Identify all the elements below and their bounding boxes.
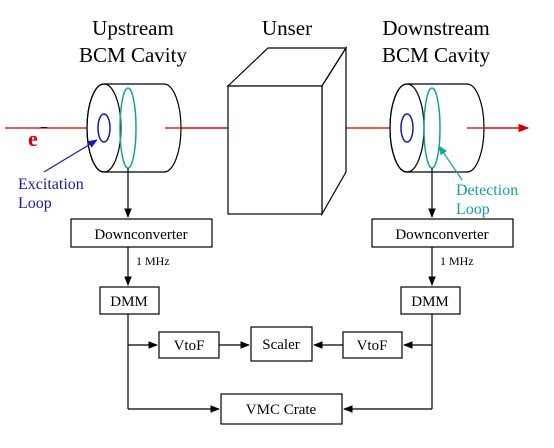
detection-arrow <box>438 145 463 181</box>
scaler-label: Scaler <box>262 337 299 353</box>
freq-right-label: 1 MHz <box>440 254 474 268</box>
vtof-right-label: VtoF <box>357 338 388 354</box>
downconverter-right-label: Downconverter <box>395 227 488 243</box>
downstream-excitation-ring <box>400 113 414 143</box>
unser-title: Unser <box>262 16 312 40</box>
vmc-crate-box <box>220 393 343 425</box>
electron-label: e <box>28 126 38 151</box>
excitation-arrow <box>43 139 98 173</box>
dmm-right-box <box>400 286 461 315</box>
upstream-cavity <box>86 83 182 173</box>
upstream-title-line1: Upstream <box>92 16 174 40</box>
downconverter-left-box <box>70 218 213 248</box>
vmc-crate-label: VMC Crate <box>246 402 317 418</box>
vtof-left-label: VtoF <box>174 338 205 354</box>
excitation-loop-ring <box>97 113 111 143</box>
scaler-box <box>250 326 313 362</box>
detection-label-line2: Loop <box>456 201 490 218</box>
excitation-label-line1: Excitation <box>18 176 84 193</box>
freq-left-label: 1 MHz <box>136 254 170 268</box>
electron-charge: − <box>40 121 48 136</box>
downstream-title-line1: Downstream <box>382 16 489 40</box>
downconverter-right-box <box>371 218 514 248</box>
upstream-title-line2: BCM Cavity <box>79 43 187 67</box>
excitation-label-line2: Loop <box>18 195 52 212</box>
downconverter-left-label: Downconverter <box>94 227 187 243</box>
unser-box <box>226 45 348 217</box>
detection-label-line1: Detection <box>456 182 518 199</box>
dmm-left-label: DMM <box>110 294 148 310</box>
downstream-title-line2: BCM Cavity <box>382 43 490 67</box>
dmm-right-label: DMM <box>411 294 449 310</box>
dmm-left-box <box>99 286 160 315</box>
